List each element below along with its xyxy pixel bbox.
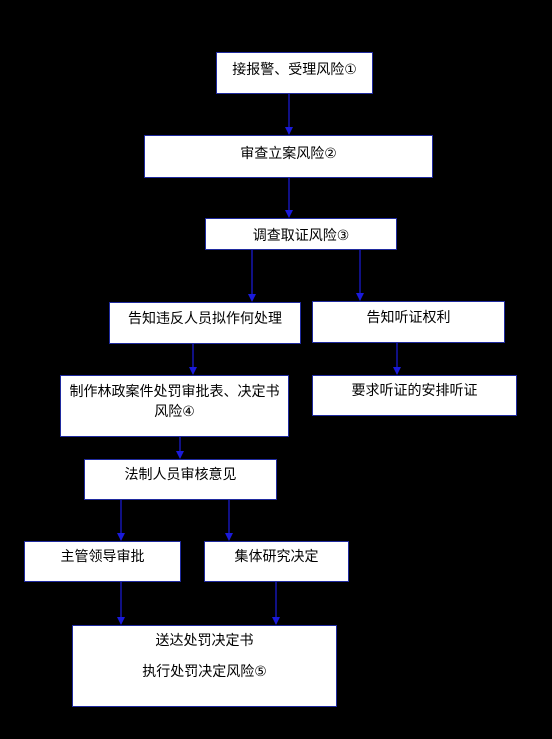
node-investigate: 调查取证风险③ (205, 218, 397, 250)
node-notify-hearing: 告知听证权利 (312, 301, 505, 343)
node-deliver-execute: 送达处罚决定书 执行处罚决定风险⑤ (72, 625, 337, 707)
node-collective-decision: 集体研究决定 (204, 541, 349, 582)
node-supervisor-approval-label: 主管领导审批 (60, 549, 145, 565)
node-arrange-hearing: 要求听证的安排听证 (312, 375, 517, 416)
node-collective-decision-label: 集体研究决定 (234, 549, 319, 565)
node-deliver-execute-line2: 执行处罚决定风险⑤ (142, 664, 267, 680)
node-legal-review: 法制人员审核意见 (84, 459, 277, 500)
node-supervisor-approval: 主管领导审批 (24, 541, 181, 582)
node-review-case-label: 审查立案风险② (240, 146, 337, 162)
node-accept-report: 接报警、受理风险① (216, 52, 373, 94)
node-investigate-label: 调查取证风险③ (252, 228, 350, 244)
node-legal-review-label: 法制人员审核意见 (124, 467, 237, 483)
node-arrange-hearing-label: 要求听证的安排听证 (351, 383, 478, 399)
node-review-case: 审查立案风险② (144, 135, 433, 178)
node-prepare-documents-line1: 制作林政案件处罚审批表、决定书 (69, 384, 280, 400)
node-prepare-documents-line2: 风险④ (154, 404, 195, 420)
node-notify-hearing-label: 告知听证权利 (366, 310, 451, 326)
node-prepare-documents: 制作林政案件处罚审批表、决定书 风险④ (60, 375, 289, 437)
node-deliver-execute-line1: 送达处罚决定书 (155, 633, 254, 649)
node-accept-report-label: 接报警、受理风险① (232, 62, 357, 78)
node-notify-violator-label: 告知违反人员拟作何处理 (128, 311, 282, 327)
node-notify-violator: 告知违反人员拟作何处理 (109, 302, 301, 344)
